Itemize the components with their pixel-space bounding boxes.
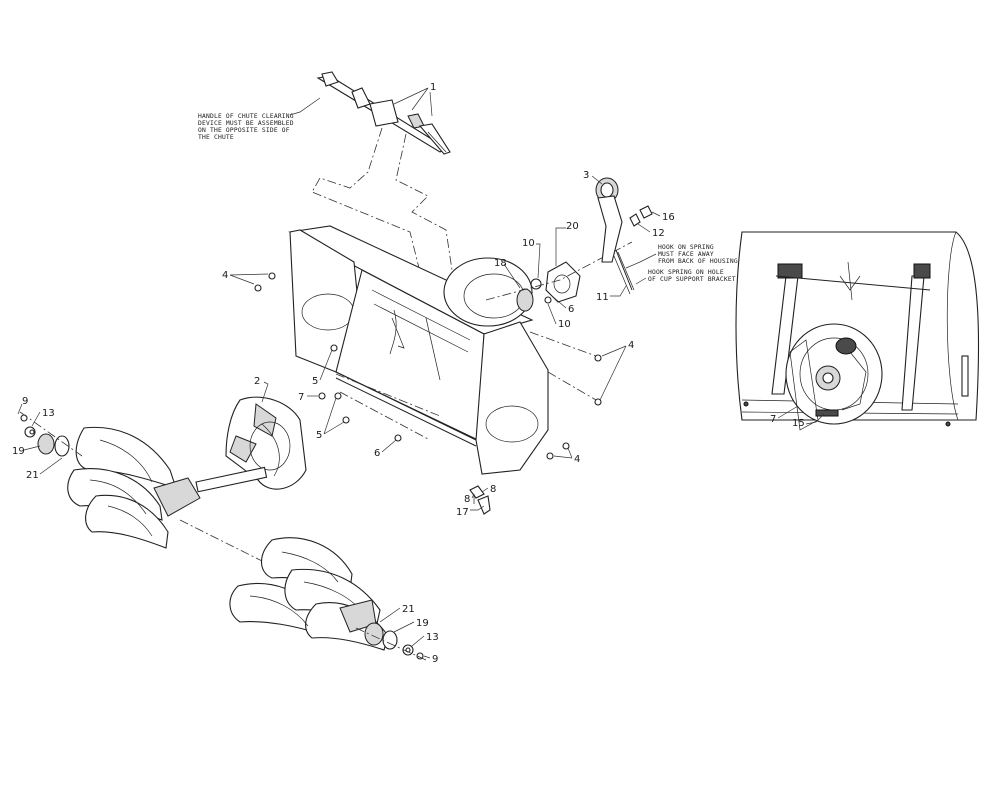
tool-dash-line-2 [395, 133, 453, 271]
rod-dash-2 [339, 391, 431, 441]
callout-8-left: 8 [464, 494, 470, 505]
callout-8-right: 8 [490, 484, 496, 495]
callout-19-right: 19 [416, 618, 429, 629]
note-spring-3: FROM BACK OF HOUSING [658, 258, 738, 265]
callout-13-right: 13 [426, 632, 439, 643]
note-chute-4: THE CHUTE [198, 134, 234, 141]
drift-cutter-hardware [469, 485, 491, 515]
auger-housing [288, 225, 549, 475]
note-spring-2: MUST FACE AWAY [658, 251, 714, 258]
callout-17: 17 [456, 507, 469, 518]
callout-6-bottom: 6 [374, 448, 380, 459]
note-hole-1: HOOK SPRING ON HOLE [648, 269, 724, 276]
callout-18: 18 [494, 258, 507, 269]
callout-21-right: 21 [402, 604, 415, 615]
idler-bracket [595, 177, 653, 295]
hardware-right [546, 354, 602, 460]
hardware-left [254, 272, 402, 442]
bolt-dash-right [529, 331, 597, 401]
assembled-housing-view [735, 231, 980, 431]
callout-2: 2 [254, 376, 260, 387]
callout-4-left: 4 [222, 270, 228, 281]
callout-6-right: 6 [568, 304, 574, 315]
callout-16: 16 [662, 212, 675, 223]
callout-5-upper: 5 [312, 376, 318, 387]
callout-12: 12 [652, 228, 665, 239]
tool-dash-line [311, 127, 421, 273]
callout-4-right-top: 4 [628, 340, 634, 351]
callout-11: 11 [596, 292, 609, 303]
callout-1: 1 [430, 82, 436, 93]
callout-7-right: 7 [770, 414, 776, 425]
callout-9-left: 9 [22, 396, 28, 407]
callout-15: 15 [792, 418, 805, 429]
callout-19-left: 19 [12, 446, 25, 457]
note-chute-3: ON THE OPPOSITE SIDE OF [198, 127, 290, 134]
callout-10-bottom: 10 [558, 319, 571, 330]
callout-4-right-bottom: 4 [574, 454, 580, 465]
hardware-axle-left [19, 411, 83, 457]
callout-3: 3 [583, 170, 589, 181]
chute-note: HANDLE OF CHUTE CLEARING DEVICE MUST BE … [198, 97, 321, 141]
hardware-axle-right [355, 622, 427, 661]
callout-20: 20 [566, 221, 579, 232]
callout-10-top: 10 [522, 238, 535, 249]
callout-5-lower: 5 [316, 430, 322, 441]
callout-7-left: 7 [298, 392, 304, 403]
note-spring-1: HOOK ON SPRING [658, 244, 714, 251]
note-hole-2: OF CUP SUPPORT BRACKET [648, 276, 736, 283]
bearing-assembly [516, 261, 581, 312]
callout-13-left: 13 [42, 408, 55, 419]
impeller [225, 396, 307, 490]
auger-right [229, 537, 389, 651]
spring-notes: HOOK ON SPRING MUST FACE AWAY FROM BACK … [625, 244, 738, 285]
axle-dash [179, 519, 269, 565]
rod-dash [335, 373, 441, 417]
chute-clearing-tool [316, 71, 451, 155]
auger-left [67, 426, 268, 549]
note-chute-1: HANDLE OF CHUTE CLEARING [198, 113, 294, 120]
callout-21-left: 21 [26, 470, 39, 481]
note-chute-2: DEVICE MUST BE ASSEMBLED [198, 120, 294, 127]
callout-9-right: 9 [432, 654, 438, 665]
shaft-dash [485, 241, 633, 301]
